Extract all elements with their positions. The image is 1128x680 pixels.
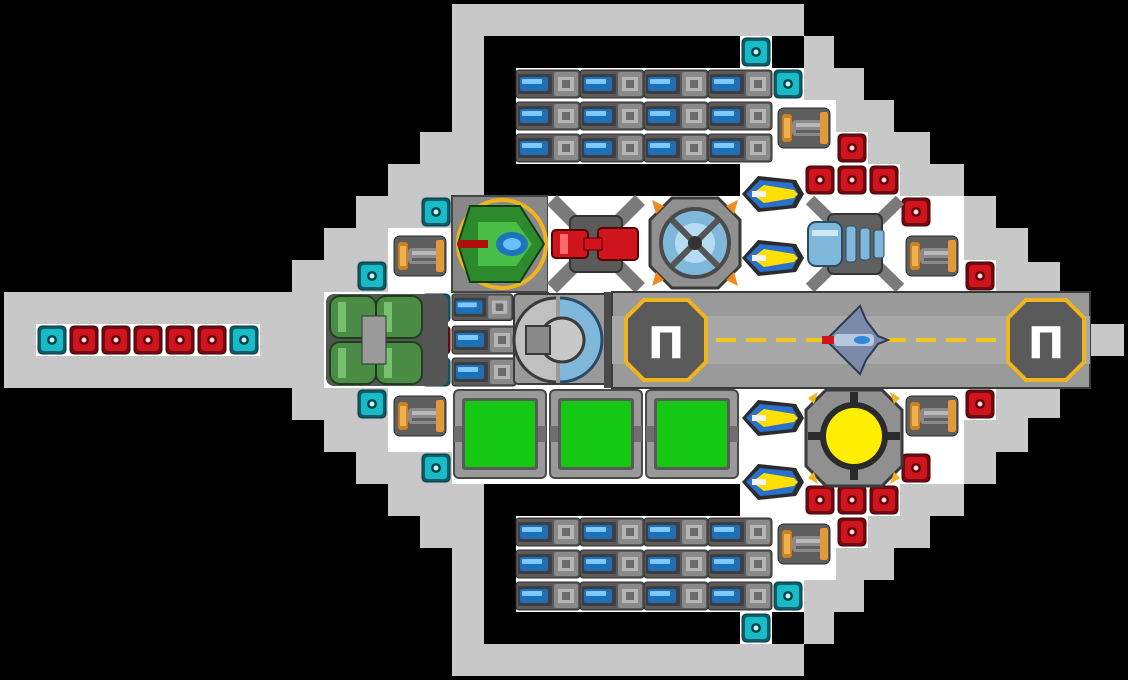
reactor-core[interactable] [804,388,904,488]
runway-centerline [716,338,996,342]
heavy-cannon[interactable] [547,195,645,293]
cockpit[interactable] [451,195,549,293]
hangar-bay[interactable]: Π Π [611,291,1091,389]
hangar-pi-icon: Π [1006,298,1086,382]
fighter-ship-icon[interactable] [822,304,891,376]
sensor-dome[interactable] [512,292,614,388]
capacitor-unit[interactable] [805,195,905,293]
battery-bank-bottom[interactable] [515,517,773,611]
hangar-pi-icon: Π [624,298,708,382]
battery-bank-middle[interactable] [451,293,517,387]
hangar-marker-left: Π [648,318,685,369]
hangar-marker-right: Π [1028,318,1065,369]
shield-generator[interactable] [648,196,742,290]
main-engine[interactable] [326,294,448,386]
battery-bank-top[interactable] [515,69,773,163]
cargo-bays[interactable] [453,389,739,479]
